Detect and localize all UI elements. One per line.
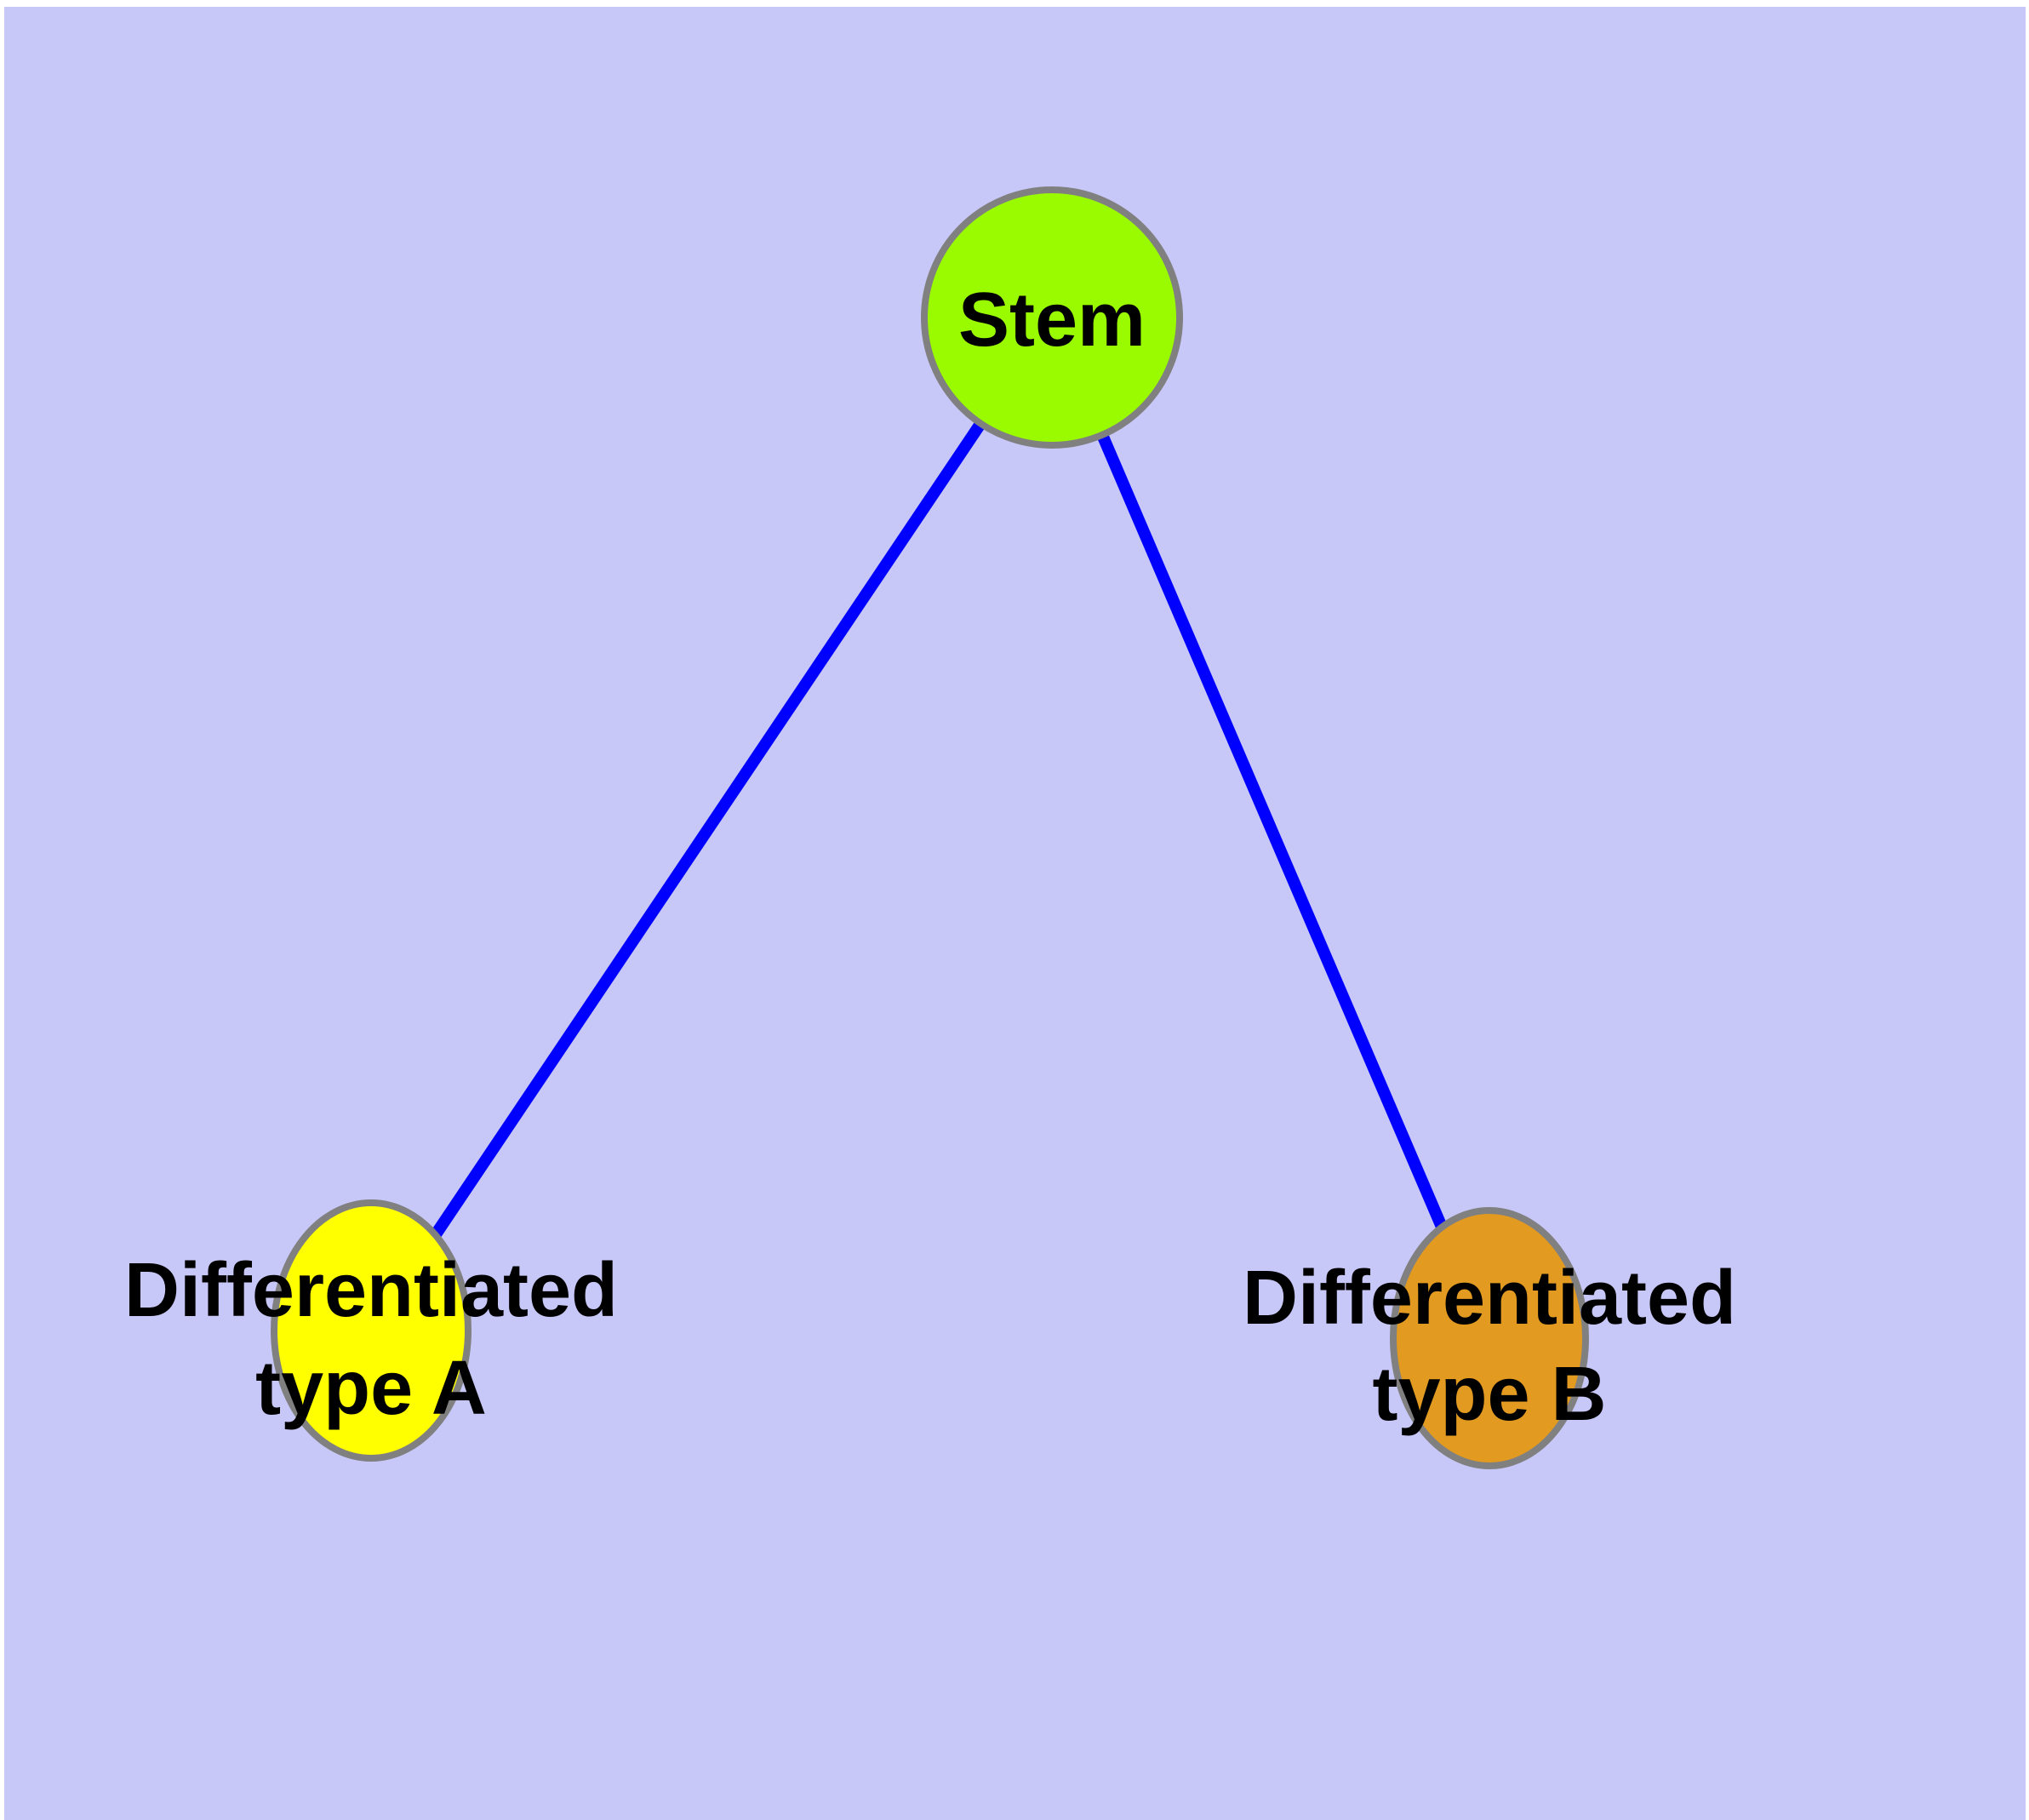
edge-stem-to-type-a bbox=[366, 314, 1057, 1334]
node-differentiated-type-a bbox=[271, 1199, 472, 1462]
node-type-b-label-line1: Differentiated bbox=[1243, 1256, 1736, 1341]
node-type-a-label-line2: type A bbox=[255, 1346, 487, 1431]
edge-stem-to-type-b bbox=[1046, 315, 1495, 1341]
node-type-b-label-line2: type B bbox=[1372, 1352, 1606, 1437]
node-stem bbox=[921, 186, 1183, 449]
node-stem-label: Stem bbox=[958, 278, 1146, 363]
node-differentiated-type-b bbox=[1390, 1207, 1589, 1469]
node-type-a-label-line1: Differentiated bbox=[124, 1248, 618, 1333]
